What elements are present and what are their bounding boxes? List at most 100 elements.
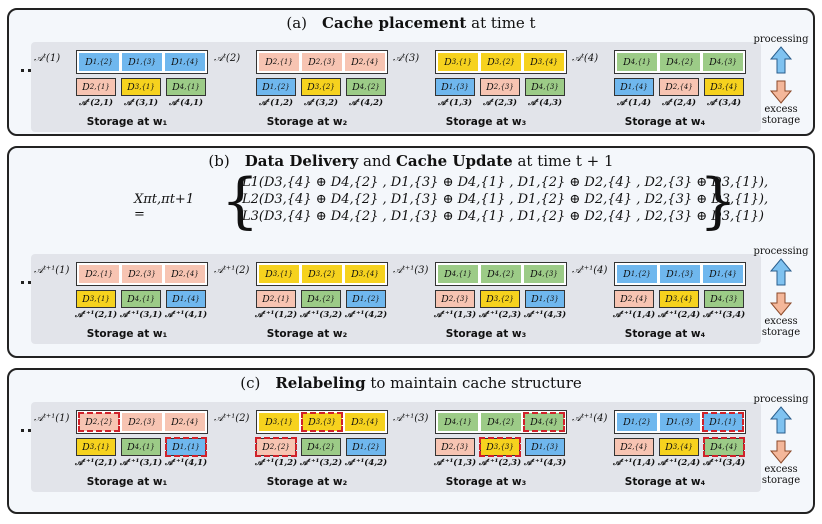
legend-arrows xyxy=(769,46,793,104)
panel-title-bold: Cache placement xyxy=(322,14,467,32)
storage-label: 𝒜ᵗ⁺¹(3,2) xyxy=(299,310,343,320)
storage-caption: Storage at w₃ xyxy=(445,328,527,340)
storage-label: 𝒜ᵗ⁺¹(1,4) xyxy=(612,458,656,468)
equation-brace-left: { xyxy=(221,166,260,236)
storage-caption: Storage at w₂ xyxy=(266,328,348,340)
storage-label: 𝒜ᵗ(3,1) xyxy=(123,98,159,108)
storage-caption: Storage at w₁ xyxy=(86,116,168,128)
legend-storage-label: excess storage xyxy=(761,464,801,486)
storage-label: 𝒜ᵗ⁺¹(4,2) xyxy=(344,458,388,468)
panel-title-bold: Data Delivery xyxy=(244,152,359,170)
storage-label: 𝒜ᵗ⁺¹(1,2) xyxy=(254,310,298,320)
storage-caption: Storage at w₄ xyxy=(624,328,706,340)
worker-top-label: 𝒜ᵗ(4) xyxy=(572,53,599,64)
storage-label: 𝒜ᵗ⁺¹(4,1) xyxy=(164,310,208,320)
storage-label: 𝒜ᵗ(3,4) xyxy=(706,98,742,108)
panel-title: (b) Data Delivery and Cache Update at ti… xyxy=(9,152,813,170)
storage-label: 𝒜ᵗ⁺¹(1,4) xyxy=(612,310,656,320)
worker-top-label: 𝒜ᵗ⁺¹(2) xyxy=(214,265,250,276)
equation-lhs: Xπt,πt+1 = xyxy=(134,192,195,222)
storage-label: 𝒜ᵗ⁺¹(2,4) xyxy=(657,458,701,468)
equation-line: L2(D3,{4} ⊕ D4,{2} , D1,{3} ⊕ D4,{1} , D… xyxy=(242,192,769,207)
storage-label: 𝒜ᵗ(4,3) xyxy=(527,98,563,108)
storage-label: 𝒜ᵗ(4,2) xyxy=(348,98,384,108)
panel-title: (c) Relabeling to maintain cache structu… xyxy=(9,374,813,392)
panel-b: (b) Data Delivery and Cache Update at ti… xyxy=(7,146,815,358)
up-arrow-icon xyxy=(769,406,793,434)
storage-label: 𝒜ᵗ(3,2) xyxy=(303,98,339,108)
storage-caption: Storage at w₂ xyxy=(266,116,348,128)
storage-caption: Storage at w₄ xyxy=(624,116,706,128)
storage-label: 𝒜ᵗ(1,2) xyxy=(258,98,294,108)
panel-prefix: (c) xyxy=(240,374,261,392)
storage-caption: Storage at w₂ xyxy=(266,476,348,488)
